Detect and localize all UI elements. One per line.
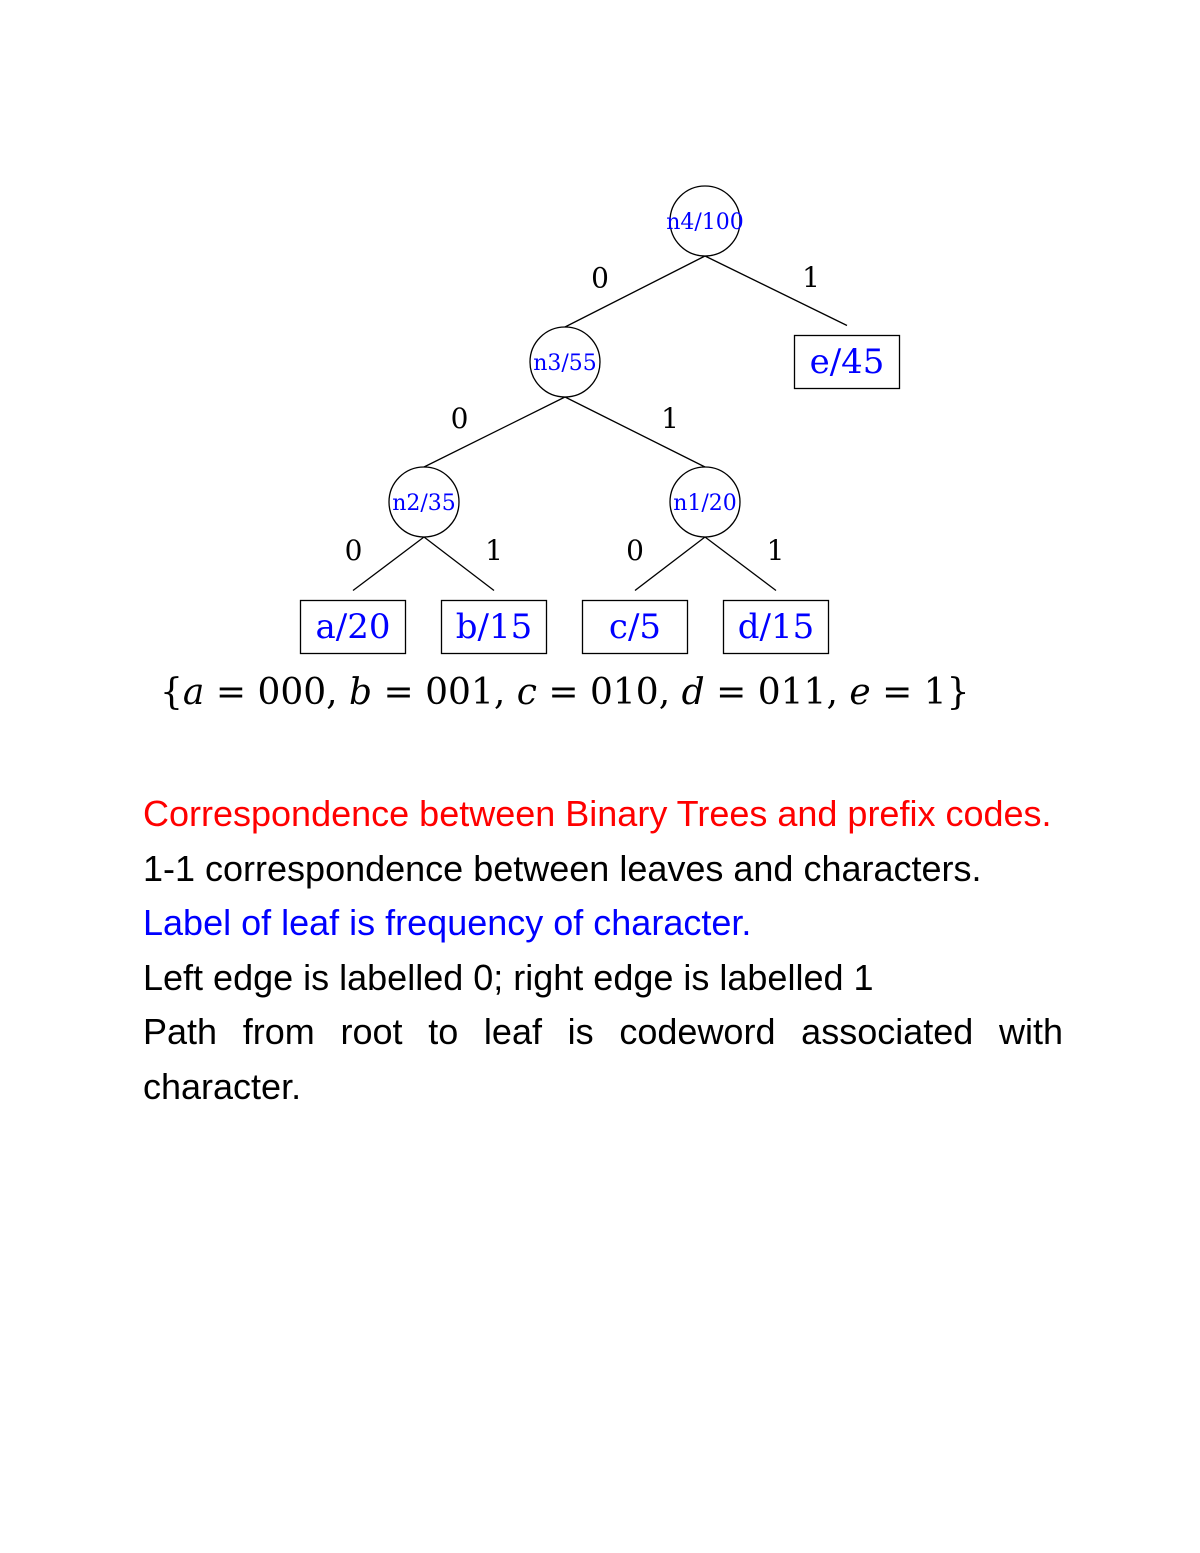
internal-node: n4/100 (666, 185, 744, 257)
edge-label: 0 (626, 534, 644, 567)
leaf-node: c/5 (581, 599, 689, 655)
edge-label: 1 (485, 534, 503, 567)
edge-label: 1 (661, 402, 679, 435)
internal-node: n1/20 (669, 466, 741, 538)
text-line-path-cont: character. (143, 1065, 302, 1107)
edge-label: 0 (345, 534, 363, 567)
code-item: d = 011 (681, 672, 827, 713)
edge-label: 0 (591, 262, 609, 295)
leaf-node: b/15 (440, 599, 548, 655)
node-label: n1/20 (673, 491, 737, 516)
edge-label: 1 (767, 534, 785, 567)
leaf-node: a/20 (299, 599, 407, 655)
code-item: a = 000 (182, 672, 327, 713)
node-label: d/15 (738, 607, 814, 647)
node-label: b/15 (456, 607, 532, 647)
tree-edge (352, 536, 425, 592)
text-line-label: Label of leaf is frequency of character. (143, 902, 752, 943)
tree-edge (704, 536, 777, 592)
node-label: e/45 (810, 342, 885, 382)
code-item: e = 1 (849, 672, 947, 713)
explanation-text: Correspondence between Binary Trees and … (143, 787, 1063, 1114)
internal-node: n3/55 (529, 326, 601, 398)
heading-line: Correspondence between Binary Trees and … (143, 793, 1052, 834)
code-assignment: {a = 000, b = 001, c = 010, d = 011, e =… (160, 672, 970, 713)
tree-edge (634, 536, 706, 592)
node-label: n3/55 (533, 351, 597, 376)
internal-node: n2/35 (388, 466, 460, 538)
tree-edge (564, 255, 706, 328)
brace-close: } (946, 672, 970, 713)
code-item: b = 001 (349, 672, 494, 713)
text-line-edges: Left edge is labelled 0; right edge is l… (143, 956, 874, 998)
text-line-leaves: 1-1 correspondence between leaves and ch… (143, 847, 982, 889)
edge-label: 0 (451, 402, 469, 435)
node-label: n2/35 (392, 491, 456, 516)
tree-edge (423, 536, 495, 592)
node-label: c/5 (609, 607, 661, 647)
brace-open: { (160, 672, 183, 713)
leaf-node: d/15 (722, 599, 830, 655)
node-label: a/20 (316, 607, 391, 647)
binary-tree-diagram: 0 1 0 1 0 1 0 1 n4/100 n3/55 e/45 n2/35 n1/20 a/20 b/1… (299, 185, 901, 655)
tree-edge (704, 255, 848, 327)
node-label: n4/100 (666, 210, 744, 235)
text-line-path: Path from root to leaf is codeword assoc… (143, 1011, 1063, 1052)
code-item: c = 010 (516, 672, 659, 713)
leaf-node: e/45 (793, 334, 901, 390)
tree-edge (423, 396, 566, 468)
edge-label: 1 (802, 261, 820, 294)
tree-edge (564, 396, 706, 468)
